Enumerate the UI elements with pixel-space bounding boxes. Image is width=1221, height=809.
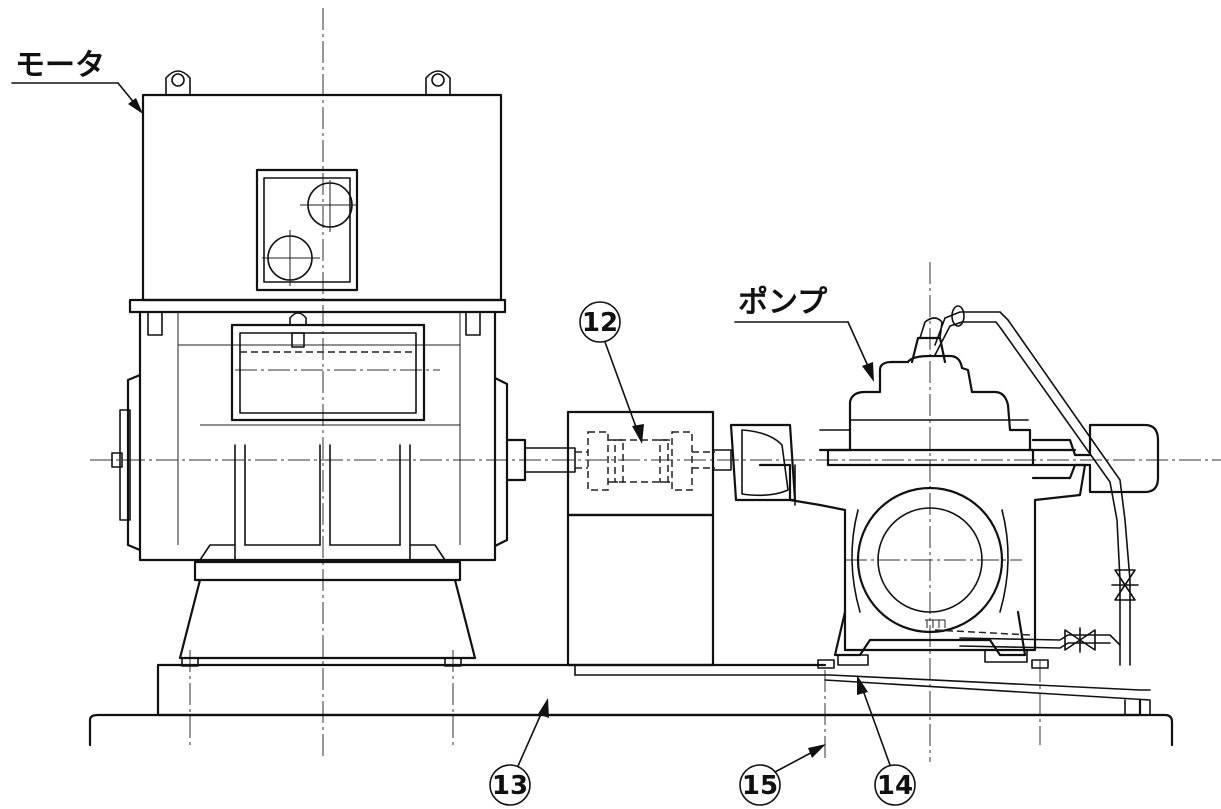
pump xyxy=(758,317,1160,666)
valve-upper-icon xyxy=(1114,569,1136,586)
valve-lower-icon xyxy=(1064,629,1081,651)
motor-main-body xyxy=(138,310,497,562)
pump-lower-casing xyxy=(758,463,1087,652)
callout-14-circle xyxy=(874,764,916,806)
pump-suction-nozzle-outer xyxy=(856,486,1004,634)
label-pump-text: ポンプ xyxy=(738,285,828,320)
lifting-eye-left-icon xyxy=(165,70,191,96)
foundation xyxy=(88,713,1174,747)
label-pump: ポンプ xyxy=(734,285,874,382)
pump-upper-casing xyxy=(818,354,1077,452)
callout-12-number: 12 xyxy=(582,308,618,338)
callout-14-number: 14 xyxy=(877,771,913,801)
pipe-joint-icon xyxy=(951,305,965,327)
callout-14: 14 xyxy=(857,675,916,806)
callout-12-circle xyxy=(579,301,621,343)
callout-15-number: 15 xyxy=(742,771,778,801)
pump-bearing-housing-right xyxy=(1031,423,1160,494)
anchor-bolt-icon xyxy=(181,657,199,667)
motor-upper-housing xyxy=(141,93,503,302)
motor-end-shield-right xyxy=(493,376,509,548)
pump-bearing-housing-left xyxy=(729,423,797,502)
motor-end-shield-left xyxy=(126,373,142,552)
callout-12: 12 xyxy=(579,301,644,444)
motor-side-window xyxy=(230,323,426,422)
motor-inspection-window xyxy=(255,168,359,292)
callout-13-circle xyxy=(489,764,531,806)
pump-split-flange xyxy=(826,448,1035,467)
motor-pedestal xyxy=(178,578,477,660)
base-frame xyxy=(88,657,1174,747)
center-lines xyxy=(90,8,1221,762)
coupling-guard-support xyxy=(566,513,715,667)
callout-15-circle xyxy=(739,764,781,806)
pump-suction-nozzle-inner xyxy=(877,507,983,613)
coupling-assembly xyxy=(505,410,797,667)
label-motor-text: モータ xyxy=(15,48,105,83)
piping xyxy=(934,305,1139,666)
callout-13-number: 13 xyxy=(492,771,528,801)
callout-13: 13 xyxy=(489,698,549,806)
motor-base-plate xyxy=(193,560,462,582)
callout-15: 15 xyxy=(739,744,826,806)
motor-flange-plate xyxy=(128,298,507,314)
lifting-eye-right-icon xyxy=(425,70,451,96)
motor xyxy=(111,70,509,660)
label-motor: モータ xyxy=(11,48,143,114)
